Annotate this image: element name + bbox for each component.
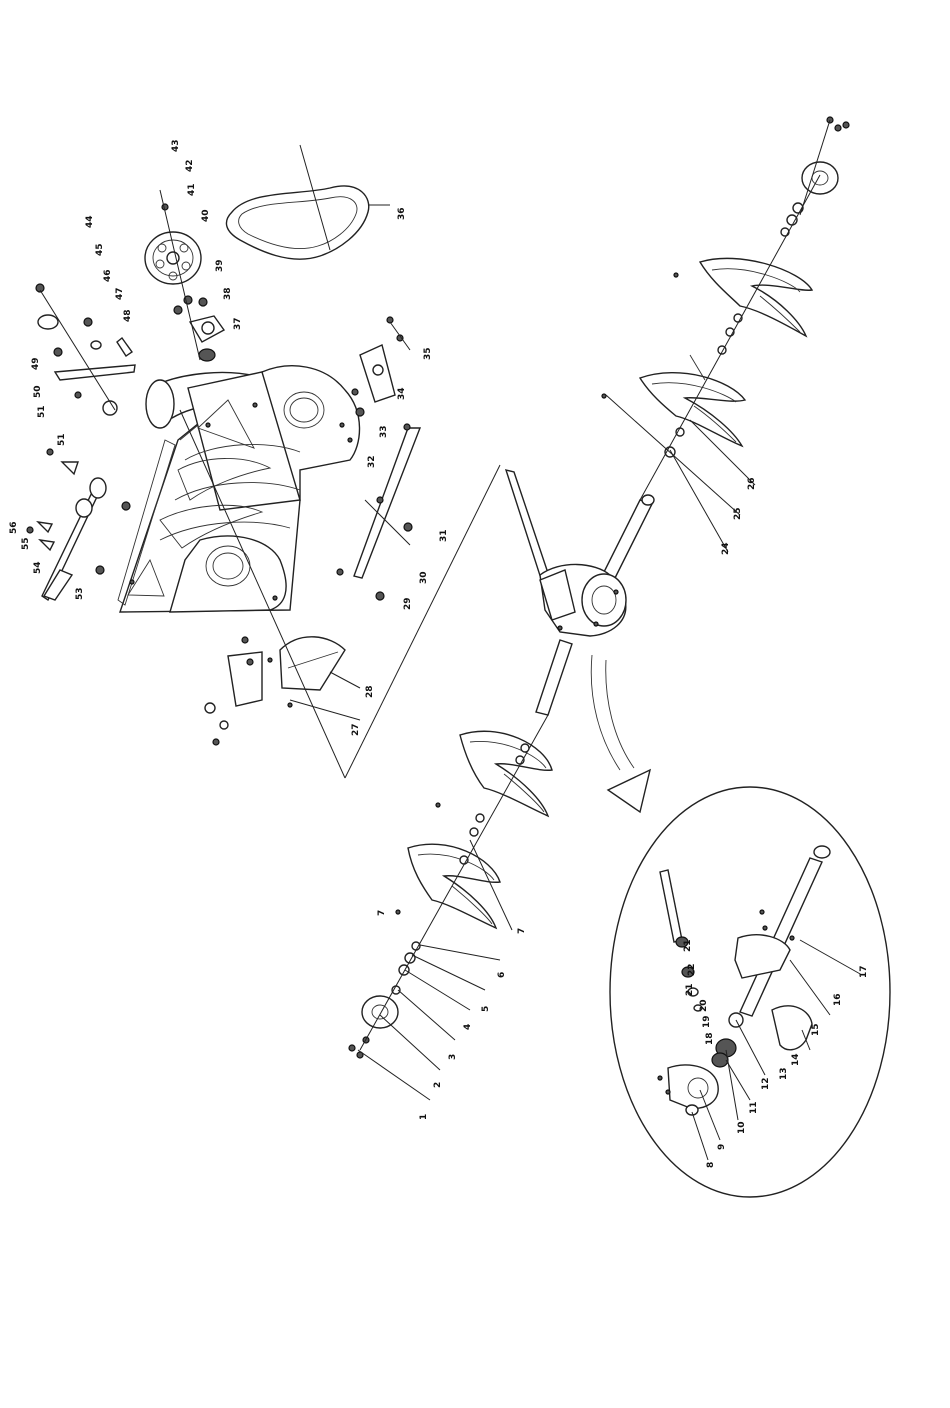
callout-56: 56 (9, 521, 19, 534)
callout-15: 15 (811, 1023, 821, 1036)
side-bracket (352, 317, 410, 416)
callout-48: 48 (123, 309, 133, 322)
callout-12: 12 (761, 1077, 771, 1090)
control-rod (27, 449, 130, 600)
callout-46: 46 (103, 269, 113, 282)
drive-belt (226, 145, 390, 259)
callout-38: 38 (223, 287, 233, 300)
callout-39: 39 (215, 259, 225, 272)
bracket-hardware (36, 284, 135, 415)
skid-shoe (205, 637, 345, 745)
callout-36: 36 (397, 207, 407, 220)
callout-21-top: 21 (683, 939, 693, 952)
callout-32: 32 (367, 455, 377, 468)
callout-7-top: 7 (377, 910, 387, 916)
callout-19: 19 (702, 1015, 712, 1028)
callout-54: 54 (33, 561, 43, 574)
callout-40: 40 (201, 209, 211, 222)
callout-49: 49 (31, 357, 41, 370)
callout-7: 7 (517, 928, 527, 934)
callout-20: 20 (699, 999, 709, 1012)
pulley-assembly (145, 190, 224, 361)
callout-43: 43 (171, 139, 181, 152)
callout-2: 2 (433, 1082, 443, 1088)
callout-1: 1 (419, 1114, 429, 1120)
callout-34: 34 (397, 387, 407, 400)
callout-41: 41 (187, 183, 197, 196)
callout-27: 27 (351, 723, 361, 736)
callout-51-b: 51 (57, 433, 67, 446)
callout-37: 37 (233, 317, 243, 330)
callout-5: 5 (481, 1006, 491, 1012)
callout-53: 53 (75, 587, 85, 600)
callout-14: 14 (791, 1053, 801, 1066)
callout-21: 21 (685, 983, 695, 996)
callout-47: 47 (115, 287, 125, 300)
callout-51: 51 (37, 405, 47, 418)
left-auger-flights (349, 715, 552, 1058)
callout-33: 33 (379, 425, 389, 438)
callout-25: 25 (733, 507, 743, 520)
callout-42: 42 (185, 159, 195, 172)
gearbox-detail (610, 787, 890, 1197)
callout-4: 4 (463, 1024, 473, 1030)
callout-8: 8 (706, 1162, 716, 1168)
callout-55: 55 (21, 537, 31, 550)
right-auger-flights (602, 117, 849, 500)
callout-11: 11 (749, 1101, 759, 1114)
callout-13: 13 (779, 1067, 789, 1080)
callout-3: 3 (448, 1054, 458, 1060)
callout-30: 30 (419, 571, 429, 584)
callout-50: 50 (33, 385, 43, 398)
callout-16: 16 (833, 993, 843, 1006)
callout-26: 26 (747, 477, 757, 490)
callout-10: 10 (737, 1121, 747, 1134)
callout-22: 22 (687, 963, 697, 976)
callout-45: 45 (95, 243, 105, 256)
callout-9: 9 (717, 1144, 727, 1150)
callout-28: 28 (365, 685, 375, 698)
callout-18: 18 (705, 1032, 715, 1045)
callout-17: 17 (859, 965, 869, 978)
callout-29: 29 (403, 597, 413, 610)
detail-arrow (591, 655, 650, 812)
callout-24: 24 (721, 542, 731, 555)
callout-35: 35 (423, 347, 433, 360)
callout-6: 6 (497, 972, 507, 978)
callout-44: 44 (85, 215, 95, 228)
callout-31: 31 (439, 529, 449, 542)
